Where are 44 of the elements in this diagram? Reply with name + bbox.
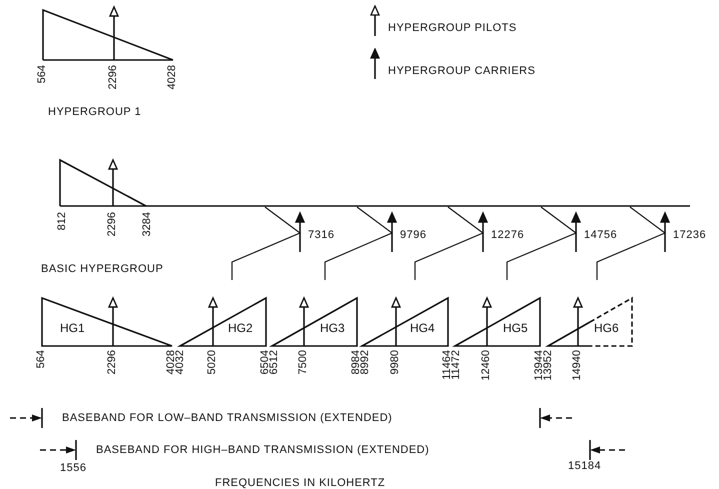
spectrum-band [455,298,540,346]
frequency-value: 1556 [60,462,86,474]
frequency-value: 4032 [175,350,186,374]
frequency-value: 2296 [107,212,118,236]
legend-label: HYPERGROUP CARRIERS [388,65,536,77]
band-label: HG4 [410,322,435,334]
caption-text: HYPERGROUP 1 [48,106,142,118]
frequency-value: 6512 [269,350,280,374]
frequency-value: 13952 [543,350,554,381]
caption-text: BASEBAND FOR LOW–BAND TRANSMISSION (EXTENDED) [62,412,392,424]
frequency-value: 7500 [298,350,309,374]
frequency-value: 12276 [491,229,524,241]
frequency-value: 5020 [207,350,218,374]
frequency-value: 14756 [584,229,618,241]
band-label: HG1 [60,322,85,334]
frequency-value: 8992 [360,350,371,374]
spectrum-band [272,298,357,346]
frequency-value: 812 [57,212,68,230]
spectrum-band [548,298,632,346]
band-label: HG2 [228,322,253,334]
spectrum-band [42,298,172,346]
frequency-value: 11472 [451,350,462,380]
frequency-value: 7316 [308,229,334,241]
frequency-value: 2296 [108,65,119,90]
frequency-value: 564 [36,350,47,368]
band-label: HG6 [594,322,619,334]
spectrum-band [362,298,448,346]
frequency-value: 2296 [107,350,118,374]
band-label: HG5 [503,322,528,334]
frequency-value: 9980 [390,350,401,374]
frequency-value: 9796 [400,229,426,241]
band-label: HG3 [320,322,345,334]
spectrum-band [180,298,266,346]
frequency-value: 3284 [142,212,153,236]
frequency-value: 12460 [481,350,492,381]
caption-text: BASEBAND FOR HIGH–BAND TRANSMISSION (EXTENDED) [96,444,430,456]
frequency-value: 14940 [572,350,583,381]
frequency-value: 564 [37,65,48,84]
frequency-value: 4028 [167,65,178,90]
frequency-value: 17236 [673,229,706,241]
frequency-value: 15184 [568,460,602,472]
caption-text: BASIC HYPERGROUP [41,263,164,275]
caption-text: FREQUENCIES IN KILOHERTZ [215,477,386,489]
legend-label: HYPERGROUP PILOTS [388,22,517,34]
